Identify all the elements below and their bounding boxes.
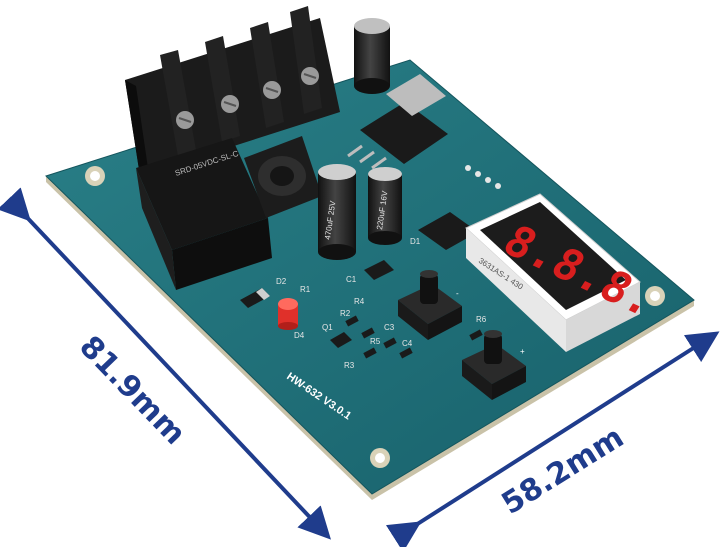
button-plus-label: + [520,347,525,356]
silk-r4: R4 [354,297,365,306]
silkscreen: D2 R1 D4 Q1 R2 R4 C1 R3 R5 C3 C4 R6 D1 [276,237,487,370]
relay: SRD-05VDC-SL-C [136,138,272,290]
push-button-minus[interactable] [398,270,462,340]
push-button-plus[interactable] [462,330,526,400]
screw-terminal-block [125,6,340,182]
ic-chip [418,212,478,250]
length-label: 81.9mm [72,329,192,452]
silk-r6: R6 [476,315,487,324]
silk-c3: C3 [384,323,395,332]
diode-d2 [240,288,270,308]
silk-d2: D2 [276,277,287,286]
silk-d4: D4 [294,331,305,340]
terminal-screw [263,81,281,99]
terminal-screw [301,67,319,85]
mounting-hole [85,166,105,186]
transistor-q2 [364,260,394,280]
inductor [244,136,322,218]
width-label: 58.2mm [496,420,630,522]
voltage-regulator [347,74,448,170]
capacitor-470uf: 470uF 25V [318,164,356,260]
capacitor-220uf: 220uF 16V [368,167,402,245]
transistor-q1 [330,332,352,348]
capacitor-top [354,18,390,94]
button-minus-label: - [456,289,459,298]
seven-segment-display: 8.8.8. 3631AS-1 430 [465,193,666,352]
width-arrow [385,331,720,547]
silk-c1: C1 [346,275,357,284]
silk-c4: C4 [402,339,413,348]
mounting-hole [645,286,665,306]
smd-resistors [345,315,483,359]
red-led [278,298,298,330]
length-arrow [0,187,331,540]
terminal-screw [176,111,194,129]
silk-r3: R3 [344,361,355,370]
header-pads [465,165,501,189]
silk-r5: R5 [370,337,381,346]
terminal-screw [221,95,239,113]
silk-r1: R1 [300,285,311,294]
silk-q1: Q1 [322,323,333,332]
silk-r2: R2 [340,309,351,318]
silk-d1: D1 [410,237,421,246]
mounting-hole [370,448,390,468]
